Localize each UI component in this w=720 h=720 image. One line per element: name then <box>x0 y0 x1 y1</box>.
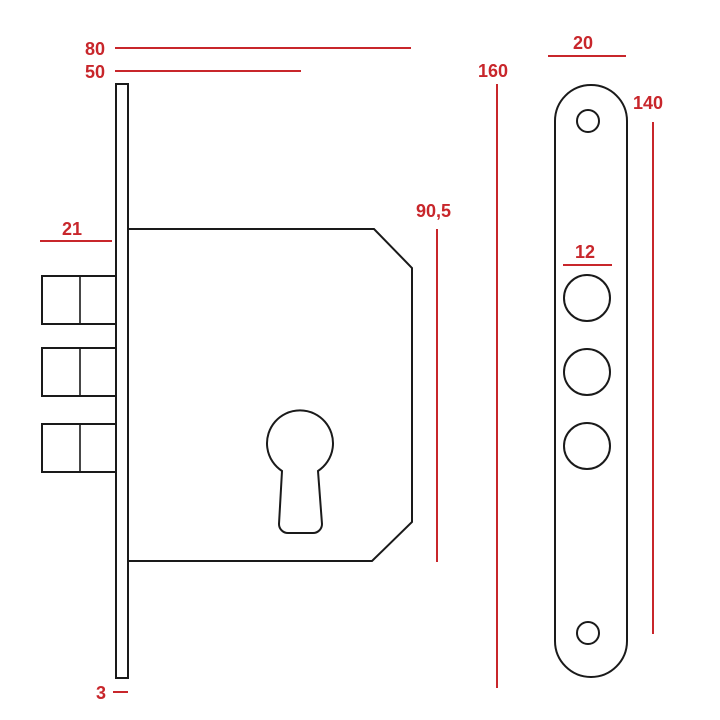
label-12: 12 <box>575 242 595 262</box>
bolt-hole-top <box>563 274 611 322</box>
strike-plate <box>554 84 628 678</box>
lock-case <box>127 228 413 562</box>
bolt-hole-middle <box>563 348 611 396</box>
screw-hole-bottom <box>576 621 600 645</box>
dimension-lines <box>40 47 654 693</box>
label-50: 50 <box>85 62 105 82</box>
label-140: 140 <box>633 93 663 113</box>
label-160: 160 <box>478 61 508 81</box>
keyhole <box>266 409 334 534</box>
dimension-labels: 80 50 21 90,5 160 20 140 12 3 <box>62 33 663 703</box>
label-80: 80 <box>85 39 105 59</box>
screw-hole-top <box>576 109 600 133</box>
faceplate <box>115 83 129 679</box>
label-20: 20 <box>573 33 593 53</box>
label-21: 21 <box>62 219 82 239</box>
bolt-hole-bottom <box>563 422 611 470</box>
label-90-5: 90,5 <box>416 201 451 221</box>
bolts <box>41 275 119 473</box>
label-3: 3 <box>96 683 106 703</box>
